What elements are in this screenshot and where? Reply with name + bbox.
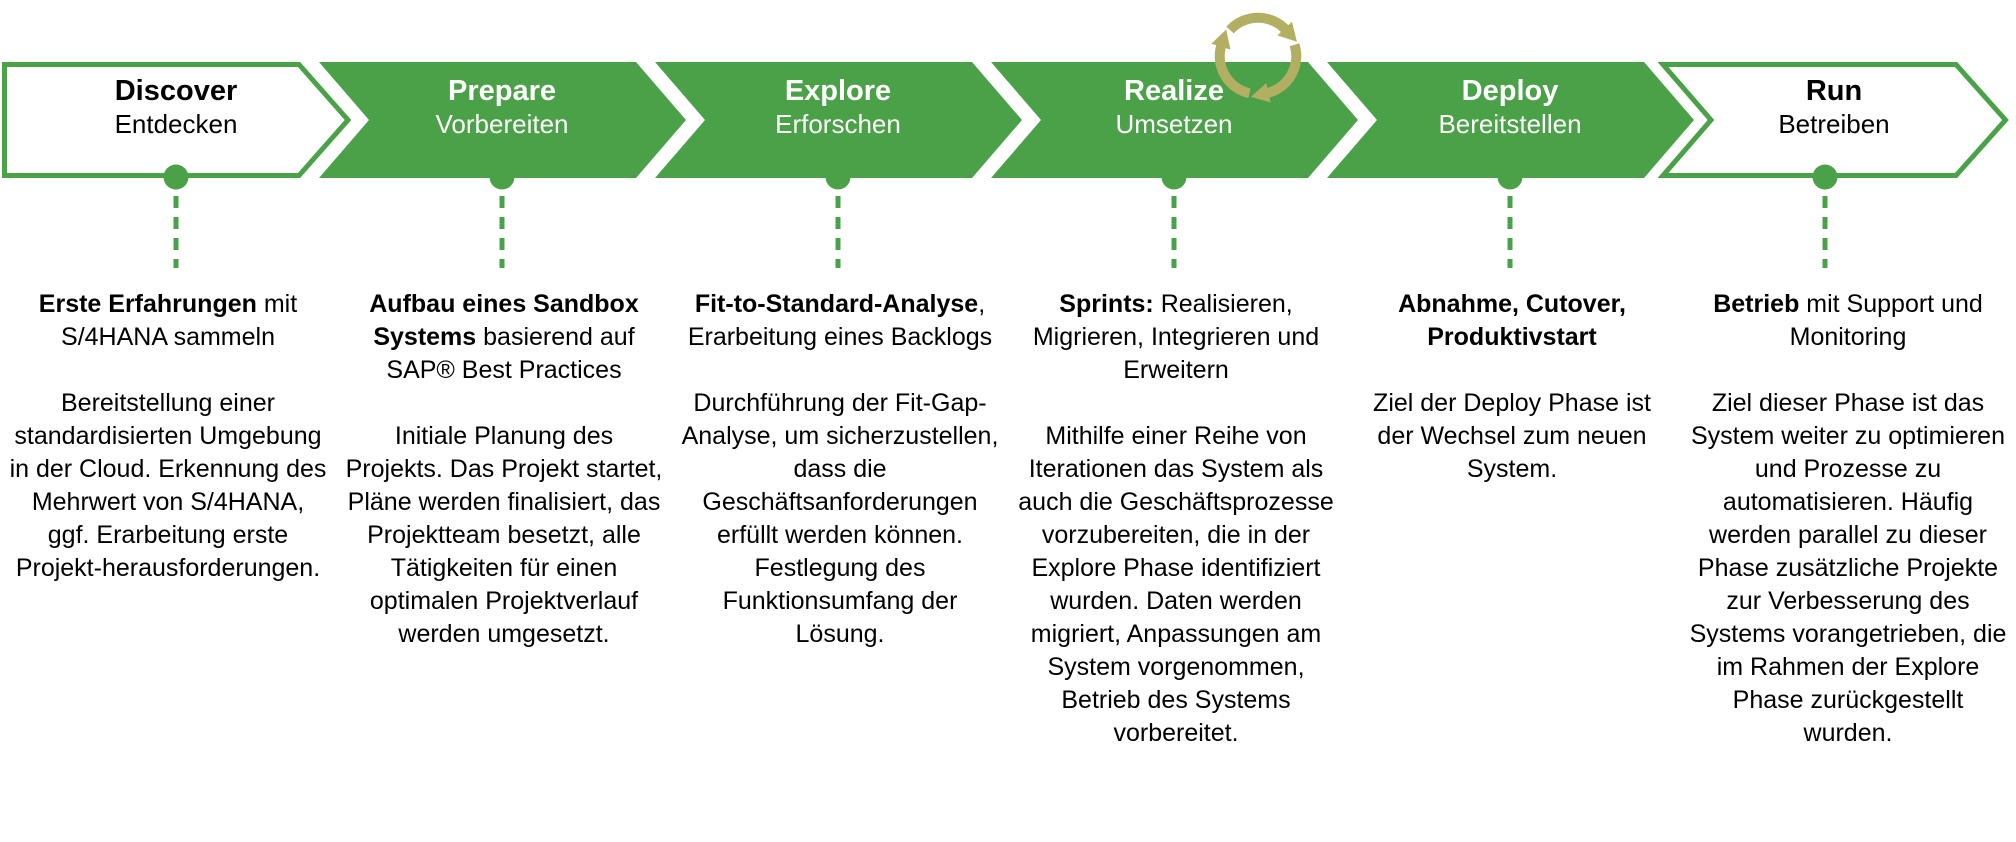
description-body: Mithilfe einer Reihe von Iterationen das… [1018,422,1334,747]
timeline-dot [1161,164,1187,190]
phase-chevron-discover [2,62,352,178]
phase-chevron-run [1657,62,2009,178]
description-heading: Aufbau eines Sandbox Systems basierend a… [344,288,664,387]
phase-description-run: Betrieb mit Support und Monitoring Ziel … [1680,288,2016,750]
phase-chevron-prepare [319,62,686,178]
phase-description-prepare: Aufbau eines Sandbox Systems basierend a… [336,288,672,651]
phase-chevron-deploy [1327,62,1694,178]
phase-description-deploy: Abnahme, Cutover, Produktivstart Ziel de… [1344,288,1680,486]
heading-bold: Sprints: [1059,290,1154,318]
phase-band [2,12,2009,268]
description-heading: Erste Erfahrungen mit S/4HANA sammeln [8,288,328,354]
description-body: Bereitstellung einer standardisierten Um… [9,389,327,582]
description-body: Durchführung der Fit-Gap-Analyse, um sic… [681,389,999,648]
heading-rest: mit S/4HANA sammeln [61,290,298,351]
description-body: Ziel dieser Phase ist das System weiter … [1689,389,2007,747]
heading-rest: Realisieren, Migrieren, Integrieren und … [1032,290,1320,384]
heading-rest: mit Support und Monitoring [1789,290,1983,351]
description-body: Initiale Planung des Projekts. Das Proje… [345,422,663,648]
phase-description-realize: Sprints: Realisieren, Migrieren, Integri… [1008,288,1344,750]
timeline-dot [163,164,189,190]
timeline-dot [1812,164,1838,190]
heading-bold: Erste Erfahrungen [38,290,257,318]
cycle-arrows-icon [1202,12,1305,115]
description-heading: Abnahme, Cutover, Produktivstart [1352,288,1672,354]
timeline-dot [489,164,515,190]
description-heading: Fit-to-Standard-Analyse, Erarbeitung ein… [680,288,1000,354]
heading-bold: Abnahme, Cutover, Produktivstart [1398,290,1626,351]
heading-rest: , Erarbeitung eines Backlogs [687,290,993,351]
heading-bold: Aufbau eines Sandbox Systems [369,290,639,351]
heading-bold: Fit-to-Standard-Analyse [694,290,979,318]
heading-rest: basierend auf SAP® Best Practices [386,323,635,384]
timeline-dot [1497,164,1523,190]
phase-description-discover: Erste Erfahrungen mit S/4HANA sammeln Be… [0,288,336,585]
description-heading: Betrieb mit Support und Monitoring [1688,288,2008,354]
phase-chevron-realize [991,62,1358,178]
heading-bold: Betrieb [1713,290,1800,318]
description-heading: Sprints: Realisieren, Migrieren, Integri… [1016,288,1336,387]
timeline-dot [825,164,851,190]
phase-descriptions: Erste Erfahrungen mit S/4HANA sammeln Be… [0,288,2016,750]
phase-description-explore: Fit-to-Standard-Analyse, Erarbeitung ein… [672,288,1008,651]
description-body: Ziel der Deploy Phase ist der Wechsel zu… [1373,389,1651,483]
phase-chevron-explore [655,62,1022,178]
